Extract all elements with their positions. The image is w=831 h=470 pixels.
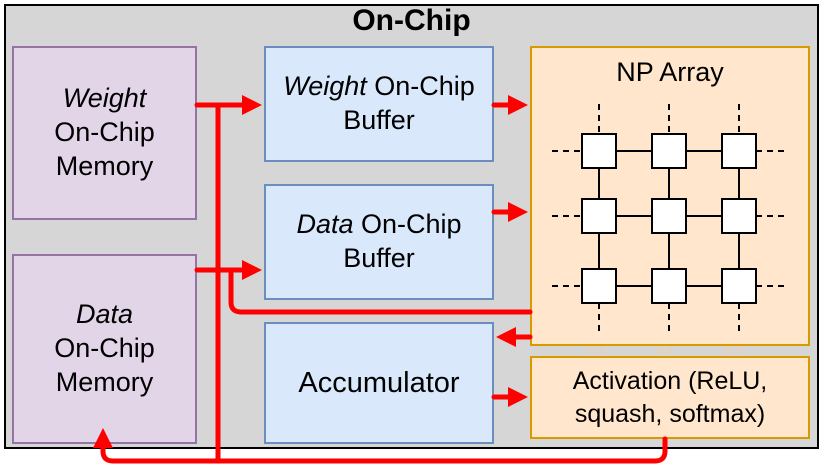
np-element [721,133,757,169]
np-element [721,268,757,304]
np-array-label: NP Array [616,57,724,87]
accumulator: Accumulator [264,322,494,444]
activation-line1: Activation (ReLU, [572,367,768,395]
weight-memory-line3: Memory [55,150,154,181]
activation: Activation (ReLU, squash, softmax) [530,356,810,439]
np-element [581,268,617,304]
arrow-activation-to-data-memory [93,428,668,464]
np-element [651,268,687,304]
weight-on-chip-buffer: Weight On-Chip Buffer [264,46,494,162]
data-buffer-line2: Buffer [343,243,415,273]
np-element [651,133,687,169]
weight-memory-line2: On-Chip [54,117,155,148]
weight-buffer-italic: Weight [283,71,367,102]
np-grid [552,104,786,333]
np-element [651,198,687,234]
np-element [581,198,617,234]
data-on-chip-buffer: Data On-Chip Buffer [264,184,494,300]
arrow-np-feedback-to-buffer [228,267,533,315]
arrows [93,95,668,464]
accumulator-label: Accumulator [298,366,460,399]
activation-line2: squash, softmax) [574,399,766,428]
on-chip-title: On-Chip [352,4,471,37]
data-memory-line2: On-Chip [54,333,155,364]
weight-memory-line1: Weight [62,83,147,114]
data-memory-line1: Data [75,299,134,330]
weight-buffer-line2: Buffer [343,105,415,135]
data-buffer-line1: Data On-Chip [296,208,461,242]
data-buffer-italic: Data [296,209,354,240]
weight-buffer-line1: Weight On-Chip [283,70,475,104]
data-memory-line3: Memory [55,366,154,397]
null-label-2: Null [655,346,673,357]
null-label-1: Null [586,346,604,357]
np-element [721,198,757,234]
weight-on-chip-memory: Weight On-Chip Memory [12,46,197,220]
data-buffer-rest: On-Chip [353,209,462,240]
np-element [581,133,617,169]
weight-buffer-rest: On-Chip [366,71,475,102]
null-label-3: Null [725,346,743,357]
